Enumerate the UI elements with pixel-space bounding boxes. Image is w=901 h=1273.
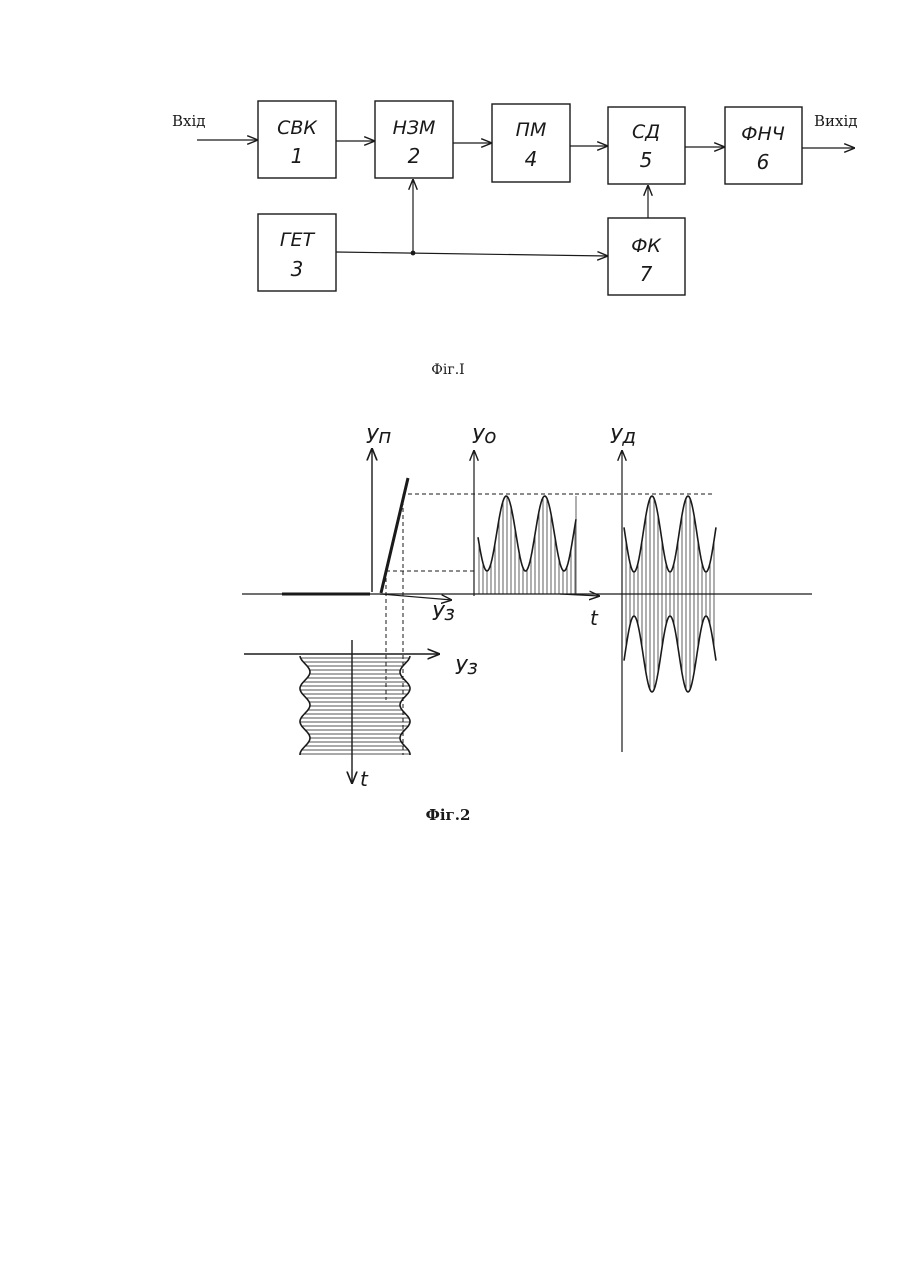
block-fk-name: ФК <box>631 235 662 257</box>
transfer-characteristic-line <box>381 478 408 593</box>
block-fk: ФК 7 <box>608 218 685 295</box>
yz-axis-label-bottom: Уз <box>455 655 478 679</box>
block-get-name: ГЕТ <box>280 229 316 251</box>
block-get-number: 3 <box>291 257 304 281</box>
block-get: ГЕТ 3 <box>258 214 336 291</box>
fig2-waveform-diagram: Уп Уз Уо t Уд Уз t Фіг.2 <box>242 424 812 824</box>
t-axis-label-bottom: t <box>360 767 369 791</box>
yz-axis-label-top: Уз <box>432 601 455 625</box>
yd-waveform-envelope-lower <box>624 616 716 692</box>
input-signal-hatching <box>300 658 410 754</box>
output-label: Вихід <box>814 112 858 130</box>
yz-axis-arrow <box>380 594 452 600</box>
block-svk: СВК 1 <box>258 101 336 178</box>
yo-axis-label: Уо <box>472 424 496 448</box>
block-sd: СД 5 <box>608 107 685 184</box>
input-signal-envelope-left <box>300 656 310 755</box>
block-fnch-number: 6 <box>757 150 770 174</box>
block-nzm-number: 2 <box>408 144 421 168</box>
block-pm-name: ПМ <box>516 119 547 141</box>
block-pm-number: 4 <box>525 147 538 171</box>
input-signal-envelope-right <box>400 656 410 755</box>
fig2-caption: Фіг.2 <box>426 806 471 824</box>
block-sd-name: СД <box>632 121 660 143</box>
block-pm: ПМ 4 <box>492 104 570 182</box>
yo-waveform-envelope <box>478 496 576 571</box>
fig1-block-diagram: Вхід Вихід СВК 1 НЗМ 2 ПМ 4 СД 5 ФНЧ <box>172 101 858 378</box>
yo-waveform-hatching <box>479 496 576 594</box>
t-axis-label-mid: t <box>590 606 599 630</box>
yn-axis-label: Уп <box>366 424 391 448</box>
block-nzm-name: НЗМ <box>393 117 436 139</box>
block-fk-number: 7 <box>640 262 653 286</box>
block-svk-number: 1 <box>291 144 304 168</box>
arrow-get-to-fk <box>336 252 608 256</box>
block-fnch-name: ФНЧ <box>741 123 785 145</box>
fig1-caption: Фіг.I <box>431 362 464 378</box>
block-sd-number: 5 <box>640 148 653 172</box>
block-nzm: НЗМ 2 <box>375 101 453 178</box>
yd-axis-label: Уд <box>610 424 636 448</box>
block-svk-name: СВК <box>277 117 318 139</box>
yd-waveform-envelope-upper <box>624 496 716 572</box>
block-fnch: ФНЧ 6 <box>725 107 802 184</box>
input-label: Вхід <box>172 112 206 130</box>
junction-dot <box>411 251 416 256</box>
